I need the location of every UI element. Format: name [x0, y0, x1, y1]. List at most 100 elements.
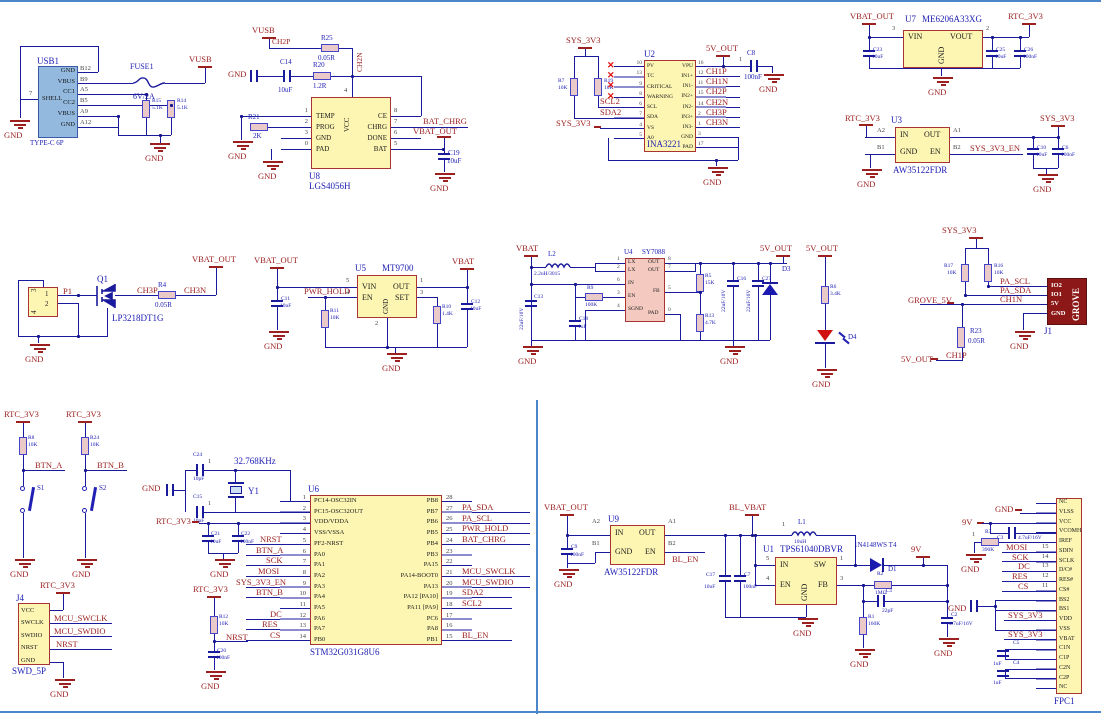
u7-ic[interactable] — [903, 30, 983, 68]
c8-capacitor[interactable] — [750, 60, 758, 72]
r9-resistor[interactable] — [585, 293, 603, 301]
r4-resistor[interactable] — [158, 291, 176, 299]
c27-capacitor[interactable] — [752, 280, 764, 287]
wire — [700, 332, 701, 340]
c2-capacitor[interactable] — [941, 617, 953, 624]
r21-resistor[interactable] — [250, 123, 268, 131]
c9-capacitor[interactable] — [561, 548, 573, 555]
wire — [214, 641, 248, 642]
u5-ic[interactable] — [357, 275, 417, 318]
u3-ic[interactable] — [895, 127, 950, 163]
u4-pin-sgnd: SGND — [628, 306, 643, 312]
r20-ref: R20 — [313, 61, 325, 69]
p1-connector[interactable] — [28, 287, 58, 317]
r24-resistor[interactable] — [81, 437, 89, 455]
junction-dot — [751, 534, 754, 537]
wire — [78, 116, 118, 117]
c10-capacitor[interactable] — [1027, 148, 1039, 155]
r5-resistor[interactable] — [696, 274, 704, 292]
r20-resistor[interactable] — [313, 72, 331, 80]
r8-resistor[interactable] — [19, 437, 27, 455]
c18-capacitor[interactable] — [569, 320, 581, 327]
u8-value: LGS4056H — [309, 181, 351, 191]
net-label-vusb: VUSB — [252, 25, 275, 35]
c20-capacitor[interactable] — [208, 651, 220, 658]
u2-right-stubs — [696, 66, 726, 149]
r1-resistor[interactable] — [859, 617, 867, 635]
wire — [733, 340, 734, 346]
c1-capacitor[interactable] — [877, 595, 885, 607]
r23-resistor[interactable] — [957, 327, 965, 348]
c12-capacitor[interactable] — [461, 303, 473, 310]
u4-ic[interactable] — [625, 258, 665, 322]
r19-resistor[interactable] — [594, 78, 602, 96]
l2-inductor[interactable] — [545, 261, 571, 269]
net-label-rtc3v3: RTC_3V3 — [40, 580, 75, 590]
j4-connector[interactable] — [18, 603, 50, 665]
c7-capacitor[interactable] — [734, 575, 746, 582]
c17-value: 10uF — [704, 584, 716, 590]
r6-resistor[interactable] — [821, 286, 829, 304]
u9-ic[interactable] — [610, 525, 665, 565]
c5-capacitor[interactable] — [997, 650, 1009, 657]
gnd-label: GND — [812, 379, 831, 389]
c13-capacitor[interactable] — [525, 300, 537, 307]
q1-mosfet[interactable] — [95, 283, 117, 310]
u6-ic[interactable] — [310, 495, 442, 645]
c19-capacitor[interactable] — [438, 153, 450, 160]
wire — [290, 470, 291, 501]
r7-resistor[interactable] — [570, 78, 578, 96]
r11-resistor[interactable] — [321, 310, 329, 328]
wire — [995, 600, 1056, 601]
c26-capacitor[interactable] — [1014, 50, 1026, 57]
p1-pin4: 4 — [30, 310, 38, 315]
c16-capacitor[interactable] — [727, 280, 739, 287]
c17-capacitor[interactable] — [719, 575, 731, 582]
d4-led[interactable] — [817, 330, 833, 341]
wire — [277, 287, 357, 288]
c16-value: 22uF/10V — [721, 289, 727, 312]
u8-ic[interactable] — [311, 97, 391, 169]
l1-inductor[interactable] — [791, 529, 817, 537]
r15-resistor[interactable] — [142, 100, 150, 118]
j1-grove-connector[interactable] — [1047, 278, 1087, 325]
r19-value: 10K — [604, 85, 614, 91]
wire — [825, 304, 826, 330]
r2-resistor[interactable] — [874, 581, 892, 589]
r10-resistor[interactable] — [433, 306, 441, 324]
net-label-vbat-out: VBAT_OUT — [850, 11, 894, 21]
fpc1-connector[interactable] — [1056, 498, 1082, 694]
wire — [695, 263, 696, 272]
c14-capacitor[interactable] — [283, 70, 291, 82]
d1-diode[interactable] — [870, 558, 882, 572]
s1-button[interactable] — [27, 486, 36, 512]
u4-num: 2 — [617, 264, 620, 270]
c4-capacitor[interactable] — [997, 670, 1009, 677]
s2-button[interactable] — [89, 486, 98, 512]
c21-capacitor[interactable] — [202, 535, 214, 542]
wire — [988, 286, 1047, 287]
c25-capacitor[interactable] — [986, 50, 998, 57]
r25-resistor[interactable] — [321, 44, 339, 52]
c22-capacitor[interactable] — [232, 535, 244, 542]
net-label-mcu-swclk: MCU_SWCLK — [462, 566, 516, 576]
fuse1-fuse[interactable] — [132, 76, 166, 90]
wire — [995, 600, 996, 630]
u2-ic[interactable] — [644, 60, 696, 152]
d3-diode[interactable] — [762, 284, 778, 295]
c23-capacitor[interactable] — [863, 50, 875, 57]
r14-resistor[interactable] — [167, 100, 175, 118]
r12-resistor[interactable] — [210, 616, 218, 634]
y1-crystal[interactable] — [230, 486, 242, 494]
r13-resistor[interactable] — [696, 314, 704, 332]
u1-ic[interactable] — [775, 557, 837, 605]
c11-capacitor[interactable] — [271, 300, 283, 307]
c24-capacitor[interactable] — [196, 464, 204, 476]
usb1-connector[interactable] — [38, 66, 78, 138]
r3-resistor[interactable] — [981, 538, 999, 546]
c6-capacitor[interactable] — [1052, 148, 1064, 155]
r17-resistor[interactable] — [961, 264, 969, 282]
r16-resistor[interactable] — [984, 264, 992, 282]
c15-capacitor[interactable] — [196, 506, 204, 518]
c3-capacitor[interactable] — [1008, 527, 1016, 539]
